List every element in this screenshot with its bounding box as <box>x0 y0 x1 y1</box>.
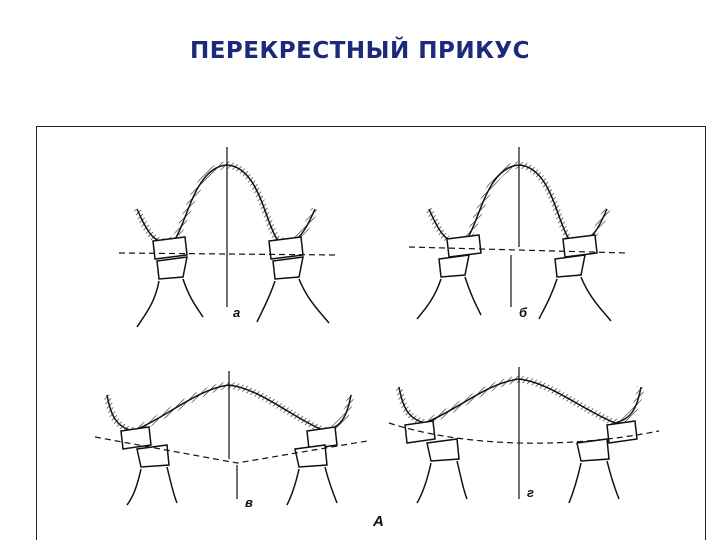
panel-label-g: г <box>527 485 534 500</box>
upper-tooth-left-a <box>136 236 204 328</box>
figure-caption: А <box>373 513 384 530</box>
panel-g <box>388 367 660 504</box>
teeth-v <box>120 426 338 506</box>
upper-tooth-right-a <box>256 236 330 324</box>
panel-a <box>118 147 338 328</box>
panel-v <box>94 371 368 506</box>
upper-tooth-right-b <box>538 234 612 322</box>
teeth-g <box>404 420 638 504</box>
slide-title: ПЕРЕКРЕСТНЫЙ ПРИКУС <box>189 38 531 64</box>
crossbite-diagram <box>94 147 660 506</box>
upper-tooth-left-b <box>416 234 482 320</box>
panel-b <box>408 147 628 322</box>
panel-label-v: в <box>245 495 253 510</box>
palate-outline-a <box>133 161 319 246</box>
panel-label-a: а <box>233 305 241 320</box>
panel-label-b: б <box>519 305 528 320</box>
crossbite-figure: а б в г А <box>36 126 706 540</box>
